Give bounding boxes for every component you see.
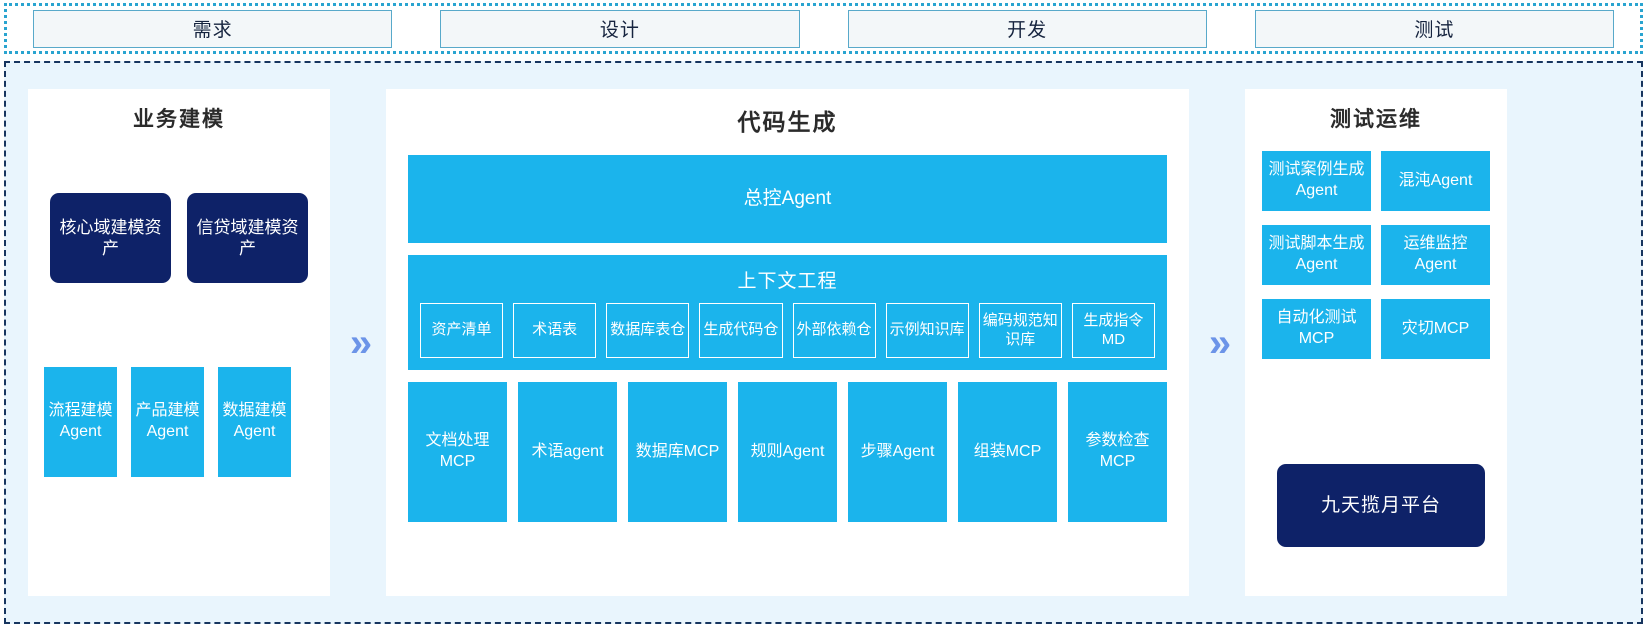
agent-box-process-modeling[interactable]: 流程建模Agent (44, 367, 117, 477)
context-item-label: 术语表 (532, 321, 578, 339)
business-agent-group: 流程建模Agent 产品建模Agent 数据建模Agent (44, 367, 291, 477)
agent-box-product-modeling[interactable]: 产品建模Agent (131, 367, 204, 477)
context-item-label: 生成指令MD (1083, 311, 1144, 348)
context-item-label: 资产清单 (431, 321, 492, 339)
master-agent-box[interactable]: 总控Agent (408, 155, 1167, 243)
panel-title-test-ops: 测试运维 (1330, 108, 1422, 131)
agent-label: 流程建模Agent (48, 402, 113, 440)
phase-label: 开发 (1007, 20, 1048, 41)
tool-box-parameter-check-mcp[interactable]: 参数检查MCP (1068, 382, 1167, 522)
testops-box-disaster-switch-mcp[interactable]: 灾切MCP (1381, 299, 1490, 359)
asset-box-credit-domain[interactable]: 信贷域建模资产 (187, 193, 308, 283)
asset-label: 信贷域建模资产 (196, 217, 299, 258)
tool-label: 规则Agent (750, 442, 825, 460)
asset-box-core-domain[interactable]: 核心域建模资产 (50, 193, 171, 283)
context-item-generated-code-repo[interactable]: 生成代码仓 (699, 303, 783, 358)
testops-box-test-script-generation-agent[interactable]: 测试脚本生成Agent (1262, 225, 1371, 285)
phase-box-design[interactable]: 设计 (440, 9, 800, 48)
phase-label: 测试 (1414, 20, 1455, 41)
phase-box-requirements[interactable]: 需求 (33, 9, 393, 48)
testops-label: 运维监控Agent (1403, 235, 1468, 273)
context-item-label: 外部依赖仓 (796, 321, 872, 339)
phase-box-development[interactable]: 开发 (847, 9, 1207, 48)
context-item-asset-inventory[interactable]: 资产清单 (420, 303, 504, 358)
panel-business-modeling: 业务建模 核心域建模资产 信贷域建模资产 流程建模Agent 产品建模Agent… (28, 89, 330, 596)
phase-strip: 需求 设计 开发 测试 (4, 3, 1643, 54)
architecture-frame: 业务建模 核心域建模资产 信贷域建模资产 流程建模Agent 产品建模Agent… (4, 61, 1643, 624)
code-generation-stack: 总控Agent 上下文工程 资产清单 术语表 数据库表仓 (408, 155, 1167, 522)
tool-box-document-processing-mcp[interactable]: 文档处理MCP (408, 382, 507, 522)
tool-box-glossary-agent[interactable]: 术语agent (518, 382, 617, 522)
context-item-glossary[interactable]: 术语表 (513, 303, 597, 358)
chevron-right-icon-left-to-mid: » (330, 89, 386, 596)
testops-box-chaos-agent[interactable]: 混沌Agent (1381, 151, 1490, 211)
phase-label: 需求 (192, 20, 233, 41)
asset-label: 核心域建模资产 (59, 217, 162, 258)
tool-label: 数据库MCP (635, 442, 720, 460)
tool-label: 参数检查MCP (1085, 432, 1150, 470)
context-item-group: 资产清单 术语表 数据库表仓 生成代码仓 外部依赖仓 (408, 303, 1167, 358)
tool-label: 术语agent (531, 442, 604, 460)
context-item-db-table-repo[interactable]: 数据库表仓 (606, 303, 690, 358)
testops-box-ops-monitoring-agent[interactable]: 运维监控Agent (1381, 225, 1490, 285)
panel-test-ops: 测试运维 测试案例生成Agent 混沌Agent 测试脚本生成Agent 运维监… (1245, 89, 1507, 596)
phase-box-testing[interactable]: 测试 (1254, 9, 1614, 48)
tool-box-rule-agent[interactable]: 规则Agent (738, 382, 837, 522)
tool-label: 组装MCP (973, 442, 1042, 460)
business-asset-group: 核心域建模资产 信贷域建模资产 (50, 193, 308, 283)
context-item-label: 编码规范知识库 (982, 311, 1058, 348)
tool-label: 步骤Agent (860, 442, 935, 460)
context-item-coding-standard-kb[interactable]: 编码规范知识库 (978, 303, 1062, 358)
phase-label: 设计 (599, 20, 640, 41)
tool-label: 文档处理MCP (425, 432, 490, 470)
agent-label: 数据建模Agent (222, 402, 287, 440)
testops-box-automated-test-mcp[interactable]: 自动化测试MCP (1262, 299, 1371, 359)
context-item-label: 示例知识库 (889, 321, 965, 339)
context-item-label: 数据库表仓 (610, 321, 686, 339)
context-item-generation-instruction-md[interactable]: 生成指令MD (1071, 303, 1155, 358)
agent-label: 产品建模Agent (135, 402, 200, 440)
testops-label: 灾切MCP (1401, 319, 1470, 337)
context-item-label: 生成代码仓 (703, 321, 779, 339)
master-agent-label: 总控Agent (743, 187, 832, 209)
panel-title-code-generation: 代码生成 (737, 109, 838, 135)
platform-box-jiutian-lanyue[interactable]: 九天揽月平台 (1277, 464, 1485, 547)
chevron-glyph: » (349, 320, 372, 365)
panel-code-generation: 代码生成 总控Agent 上下文工程 资产清单 术语表 (386, 89, 1189, 596)
chevron-right-icon-mid-to-right: » (1189, 89, 1245, 596)
testops-label: 测试案例生成Agent (1268, 161, 1365, 199)
testops-label: 混沌Agent (1398, 171, 1473, 189)
tool-group: 文档处理MCP 术语agent 数据库MCP 规则Agent 步骤Agent (408, 382, 1167, 522)
testops-label: 自动化测试MCP (1276, 309, 1357, 347)
tool-box-assembly-mcp[interactable]: 组装MCP (958, 382, 1057, 522)
context-item-external-dependency-repo[interactable]: 外部依赖仓 (792, 303, 876, 358)
agent-box-data-modeling[interactable]: 数据建模Agent (218, 367, 291, 477)
testops-box-test-case-generation-agent[interactable]: 测试案例生成Agent (1262, 151, 1371, 211)
context-engineering-band: 上下文工程 资产清单 术语表 数据库表仓 生成代码仓 (408, 255, 1167, 370)
test-ops-group: 测试案例生成Agent 混沌Agent 测试脚本生成Agent 运维监控Agen… (1262, 151, 1490, 359)
context-engineering-title: 上下文工程 (737, 271, 838, 292)
testops-label: 测试脚本生成Agent (1268, 235, 1365, 273)
chevron-glyph: » (1208, 320, 1231, 365)
context-item-example-knowledge-base[interactable]: 示例知识库 (885, 303, 969, 358)
panel-title-business-modeling: 业务建模 (133, 108, 225, 131)
tool-box-step-agent[interactable]: 步骤Agent (848, 382, 947, 522)
platform-label: 九天揽月平台 (1320, 494, 1441, 516)
tool-box-database-mcp[interactable]: 数据库MCP (628, 382, 727, 522)
